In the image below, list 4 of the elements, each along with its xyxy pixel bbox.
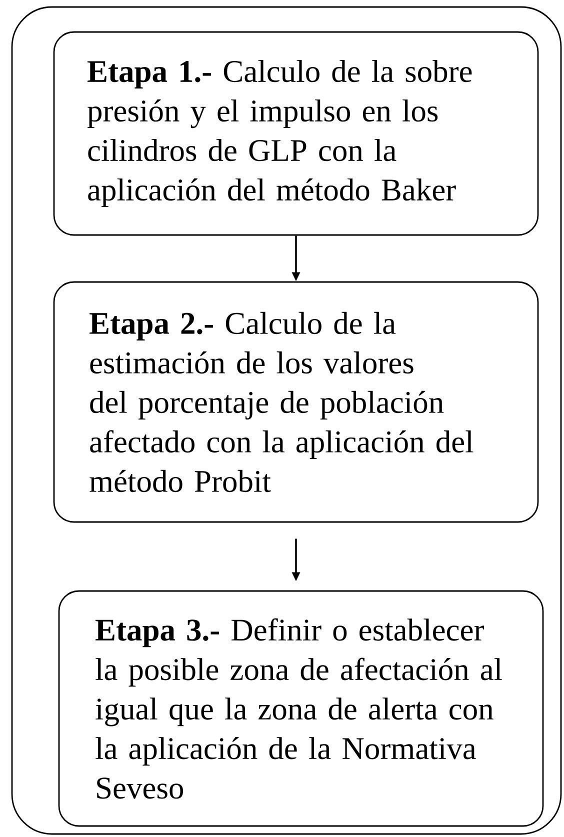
stage-box: Etapa 2.- Calculo de la estimación de los valores del porcentaje de población afectado con la aplicación del método Probit [53,281,539,523]
container-box [11,6,562,835]
stage-box: Etapa 3.- Definir o establecer la posible zona de afectación al igual que la zona de alerta con la aplicación de la Normativa Seveso [58,590,544,827]
stage-box: Etapa 1.- Calculo de la sobre presión y el impulso en los cilindros de GLP con la aplicación del método Baker [53,31,539,236]
